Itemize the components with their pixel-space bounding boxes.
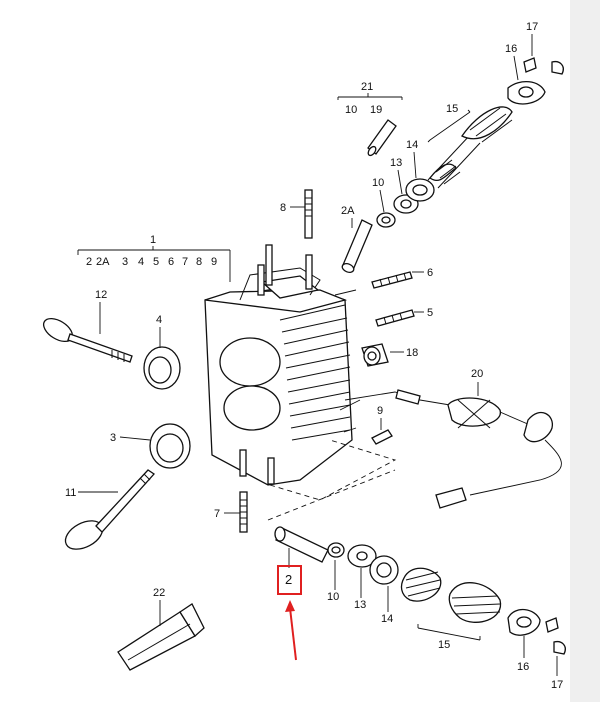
callout-group-1: 1 2 2A 3 4 5 6 7 8 9 xyxy=(77,234,231,282)
callout-label-bot-14: 14 xyxy=(381,613,393,625)
callout-label-22: 22 xyxy=(153,587,165,599)
part-8-stud[interactable]: 8 xyxy=(280,189,313,239)
part-11-valve[interactable]: 11 xyxy=(61,469,155,555)
callout-label-2a: 2A xyxy=(341,205,355,217)
part-7-stud[interactable]: 7 xyxy=(214,491,248,533)
callout-label-20: 20 xyxy=(471,368,483,380)
callout-label-7: 7 xyxy=(214,508,220,520)
callout-label-bot-16: 16 xyxy=(517,661,529,673)
callout-label-bot-13: 13 xyxy=(354,599,366,611)
callout-label-11: 11 xyxy=(65,487,76,499)
callout-label-12: 12 xyxy=(95,289,107,301)
part-2-valve-guide[interactable] xyxy=(274,526,329,568)
group-1-item: 7 xyxy=(182,256,188,268)
group-1-item: 2A xyxy=(96,256,110,268)
callout-label-8: 8 xyxy=(280,202,286,214)
side-panel xyxy=(570,0,600,702)
group-1-item: 8 xyxy=(196,256,202,268)
callout-label-bot-10: 10 xyxy=(327,591,339,603)
part-2a-valve-guide[interactable]: 2A xyxy=(341,205,373,274)
callout-label-top-17: 17 xyxy=(526,21,538,33)
part-6-stud[interactable]: 6 xyxy=(371,267,433,289)
part-3-seat-ring[interactable]: 3 xyxy=(110,423,191,469)
callout-label-3: 3 xyxy=(110,432,116,444)
group-21-item: 19 xyxy=(370,104,382,116)
group-1-item: 4 xyxy=(138,256,144,268)
guide-line xyxy=(269,439,397,501)
part-9-pin[interactable]: 9 xyxy=(371,405,393,445)
group-1-item: 2 xyxy=(86,256,92,268)
callout-label-top-16: 16 xyxy=(505,43,517,55)
top-valve-train[interactable]: 10 13 14 15 16 17 xyxy=(372,21,564,228)
group-1-item: 6 xyxy=(168,256,174,268)
callout-label-5: 5 xyxy=(427,307,433,319)
callout-label-9: 9 xyxy=(377,405,383,417)
group-21-item: 10 xyxy=(345,104,357,116)
callout-label-top-13: 13 xyxy=(390,157,402,169)
callout-label-top-10: 10 xyxy=(372,177,384,189)
part-18-nut[interactable]: 18 xyxy=(361,343,418,367)
group-1-item: 5 xyxy=(153,256,159,268)
callout-label-top-15: 15 xyxy=(446,103,458,115)
callout-label-1: 1 xyxy=(150,234,156,246)
highlight-box xyxy=(277,565,302,595)
part-12-valve[interactable]: 12 xyxy=(40,289,133,363)
part-4-seat-ring[interactable]: 4 xyxy=(143,314,181,390)
guide-line xyxy=(267,469,396,521)
callout-label-bot-17: 17 xyxy=(551,679,563,691)
part-22-tube[interactable]: 22 xyxy=(117,587,205,671)
callout-label-6: 6 xyxy=(427,267,433,279)
callout-label-21: 21 xyxy=(361,81,373,93)
callout-label-2: 2 xyxy=(285,572,292,587)
highlight-arrow xyxy=(285,600,297,661)
callout-group-21: 21 10 19 xyxy=(337,81,403,116)
part-5-stud[interactable]: 5 xyxy=(375,307,433,327)
callout-label-bot-15: 15 xyxy=(438,639,450,651)
callout-label-4: 4 xyxy=(156,314,162,326)
part-19-guide[interactable] xyxy=(367,119,397,157)
callout-label-18: 18 xyxy=(406,347,418,359)
callout-label-top-14: 14 xyxy=(406,139,418,151)
group-1-item: 9 xyxy=(211,256,217,268)
group-1-item: 3 xyxy=(122,256,128,268)
bottom-valve-train[interactable]: 10 13 14 15 16 17 xyxy=(327,542,566,691)
cylinder-head[interactable] xyxy=(204,244,361,486)
part-20-sensor[interactable]: 20 xyxy=(344,368,562,509)
